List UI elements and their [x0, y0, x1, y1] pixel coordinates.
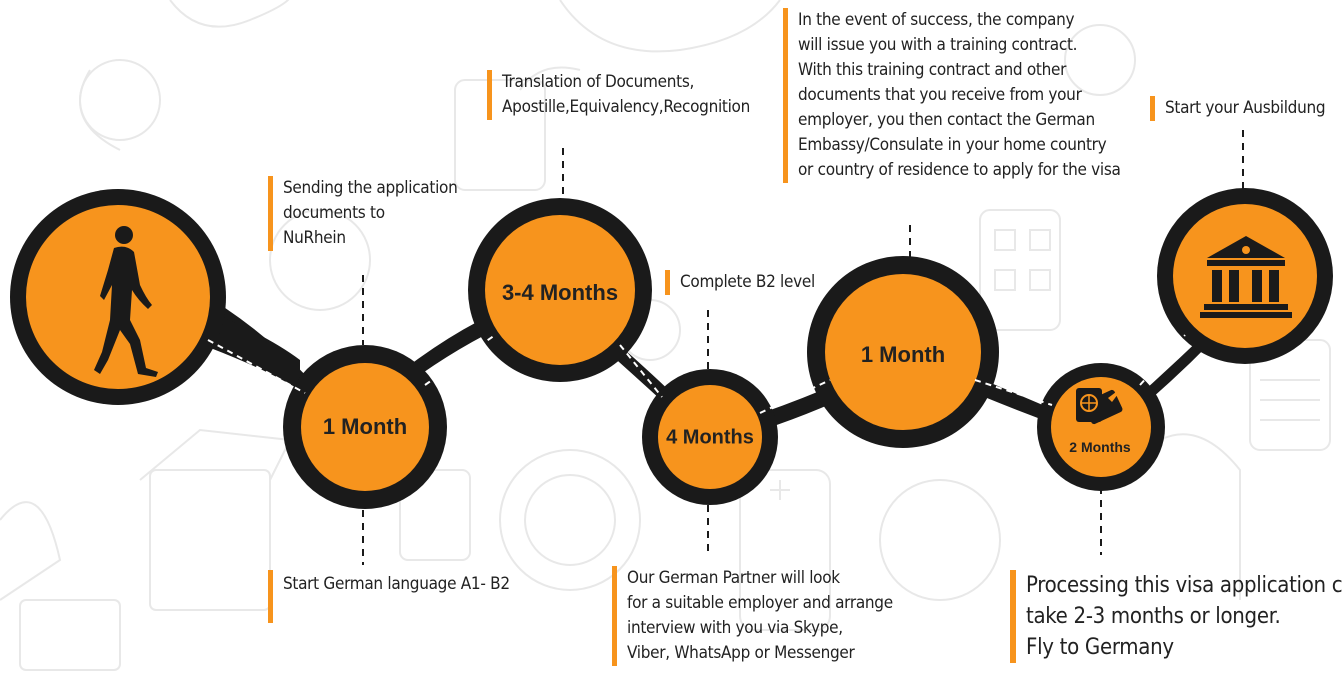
- note-sending-application: Sending the application documents to NuR…: [268, 176, 458, 251]
- step-label-1: 1 Month: [322, 414, 408, 439]
- walking-person-icon: [94, 226, 158, 377]
- note-german-partner: Our German Partner will look for a suita…: [612, 566, 893, 666]
- step-end-node: [1157, 188, 1333, 364]
- note-complete-b2: Complete B2 level: [665, 270, 815, 295]
- note-start-ausbildung: Start your Ausbildung: [1150, 96, 1326, 121]
- step-label-2: 3-4 Months: [501, 280, 619, 305]
- step-node-5: [1037, 363, 1165, 491]
- note-leaders: [362, 130, 1244, 565]
- university-building-icon: [1200, 236, 1292, 318]
- step-node-3: [642, 369, 778, 505]
- step-node-1: [283, 345, 447, 509]
- step-node-4: [807, 256, 999, 448]
- note-training-contract: In the event of success, the company wil…: [783, 8, 1121, 183]
- passport-plane-icon: [1076, 388, 1123, 425]
- step-node-2: [468, 198, 652, 382]
- step-label-3: 4 Months: [666, 426, 754, 449]
- note-processing-visa: Processing this visa application can tak…: [1010, 570, 1343, 663]
- timeline-connectors: [207, 334, 1186, 414]
- note-translation: Translation of Documents, Apostille,Equi…: [487, 70, 750, 120]
- step-label-4: 1 Month: [860, 342, 946, 367]
- step-label-5: 2 Months: [1069, 439, 1131, 455]
- note-start-german: Start German language A1- B2: [268, 570, 510, 623]
